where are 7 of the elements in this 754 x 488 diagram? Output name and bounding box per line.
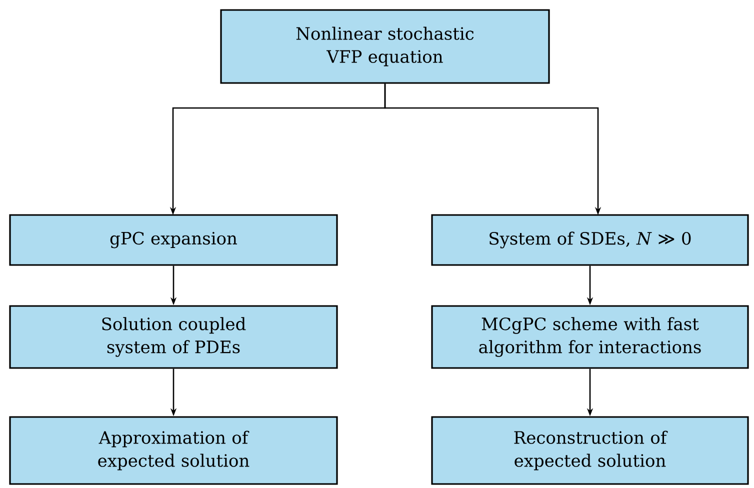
process-box: MCgPC scheme with fast algorithm for interactions: [431, 305, 749, 369]
process-box: Approximation of expected solution: [9, 416, 338, 485]
process-box: Reconstruction of expected solution: [431, 416, 749, 485]
process-box: Nonlinear stochastic VFP equation: [220, 9, 550, 84]
process-box: System of SDEs, N ≫ 0: [431, 214, 749, 266]
process-box: Solution coupled system of PDEs: [9, 305, 338, 369]
process-box: gPC expansion: [9, 214, 338, 266]
